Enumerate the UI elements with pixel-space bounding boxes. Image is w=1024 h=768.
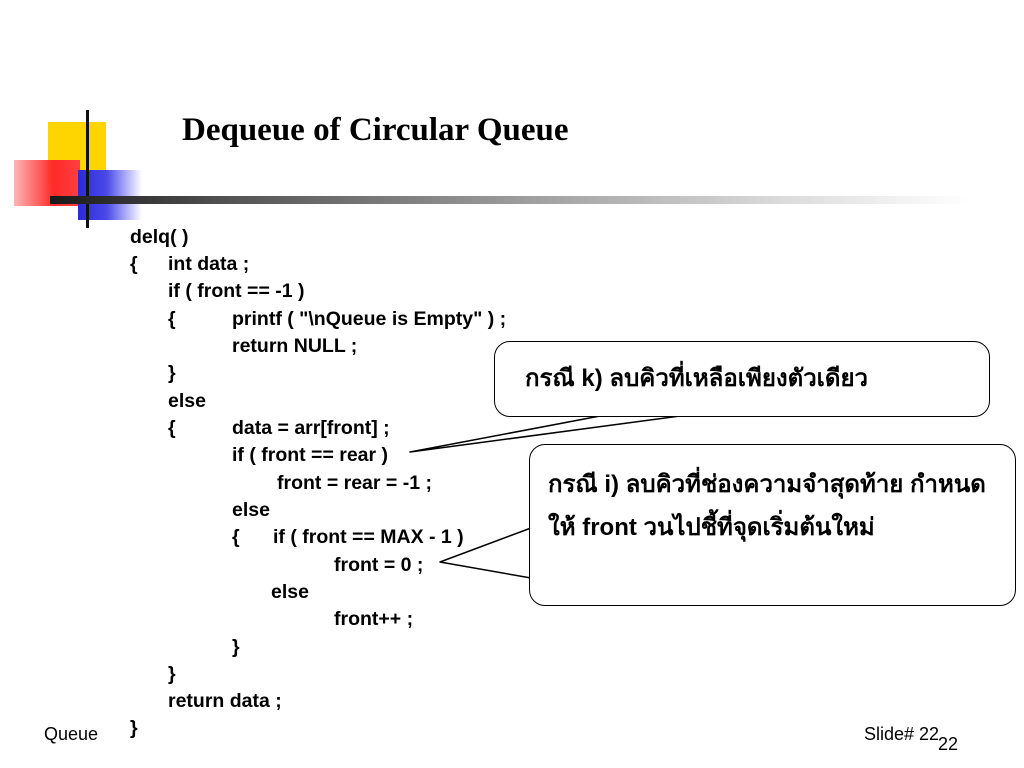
- code-line: }: [130, 717, 138, 739]
- code-line: {: [232, 526, 240, 548]
- callout-single-item: กรณี k) ลบคิวที่เหลือเพียงตัวเดียว: [494, 341, 990, 417]
- code-line: else: [168, 390, 206, 412]
- code-line: else: [271, 581, 309, 603]
- code-line: int data ;: [168, 253, 250, 275]
- code-line: }: [232, 636, 240, 658]
- footer-label: Queue: [44, 724, 99, 744]
- code-line: else: [232, 499, 270, 521]
- code-line: {: [130, 253, 138, 275]
- code-line: return NULL ;: [232, 335, 358, 357]
- code-line: if ( front == -1 ): [168, 280, 305, 302]
- code-line: }: [168, 362, 176, 384]
- logo-vertical-line: [86, 110, 89, 228]
- code-line: front = 0 ;: [334, 554, 424, 576]
- title-underline: [50, 196, 970, 204]
- code-line: printf ( "\nQueue is Empty" ) ;: [232, 308, 507, 330]
- code-line: if ( front == MAX - 1 ): [273, 526, 464, 548]
- page-number: 22: [938, 734, 959, 754]
- code-line: }: [168, 663, 176, 685]
- code-line: return data ;: [168, 690, 282, 712]
- callout-wrap-front: กรณี i) ลบคิวที่ช่องความจำสุดท้าย กำหนดใ…: [529, 444, 1016, 606]
- code-line: if ( front == rear ): [232, 444, 389, 466]
- code-line: data = arr[front] ;: [232, 417, 390, 439]
- code-line: front = rear = -1 ;: [277, 472, 432, 494]
- code-line: front++ ;: [334, 608, 414, 630]
- slide-title: Dequeue of Circular Queue: [182, 112, 569, 148]
- footer-slide-number: Slide# 22: [864, 724, 940, 744]
- code-line: {: [168, 417, 176, 439]
- code-line: {: [168, 308, 176, 330]
- code-line: delq( ): [130, 226, 189, 248]
